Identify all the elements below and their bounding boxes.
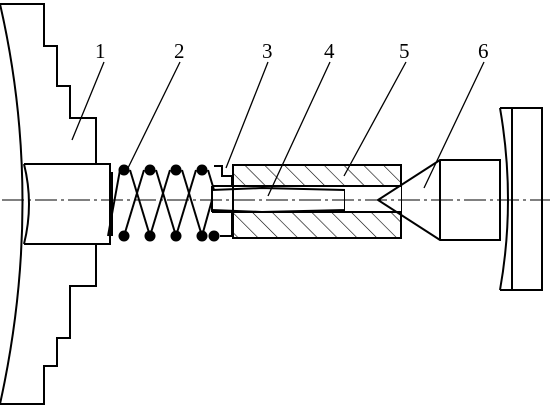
callout-1: 1 bbox=[95, 39, 106, 63]
callout-2: 2 bbox=[174, 39, 185, 63]
callout-4: 4 bbox=[324, 39, 335, 63]
spring bbox=[107, 164, 220, 242]
callout-6: 6 bbox=[478, 39, 489, 63]
callout-3: 3 bbox=[262, 39, 273, 63]
sleeve bbox=[232, 164, 402, 239]
spring-seat bbox=[211, 165, 233, 237]
tailstock-center bbox=[376, 107, 543, 291]
chuck-body bbox=[0, 3, 111, 405]
callout-5: 5 bbox=[399, 39, 410, 63]
leader-lines bbox=[71, 61, 485, 197]
